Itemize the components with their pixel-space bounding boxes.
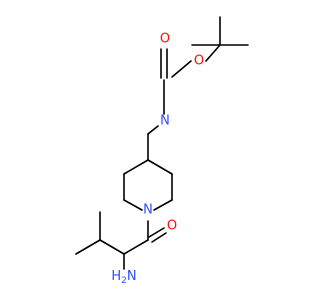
atom-o-amide: O xyxy=(167,219,177,234)
bond xyxy=(171,60,192,78)
bond xyxy=(123,199,143,211)
atom-o-carbonyl-top: O xyxy=(160,32,170,47)
atom-n-piperidine: N xyxy=(143,203,153,218)
atom-o-ester: O xyxy=(194,54,204,69)
atom-amine-label: H2N xyxy=(111,269,136,286)
bond xyxy=(205,44,221,62)
amine-n: N xyxy=(127,269,137,284)
bond xyxy=(75,239,101,255)
atom-n-carbamate: N xyxy=(160,114,170,129)
bond xyxy=(148,227,165,238)
amine-h: H xyxy=(111,269,121,284)
bond xyxy=(123,159,149,175)
structure-canvas: O O N N O H2N xyxy=(75,16,249,286)
bond xyxy=(151,232,167,243)
amine-subscript: 2 xyxy=(121,276,127,286)
molecule-structure: O O N N O H2N xyxy=(75,16,249,286)
bond xyxy=(99,239,125,255)
bond xyxy=(123,239,149,255)
bond xyxy=(153,199,173,211)
bond xyxy=(147,159,173,175)
atom-label-layer: O O N N O H2N xyxy=(111,32,204,286)
bond xyxy=(147,125,159,135)
bond-layer xyxy=(75,16,249,270)
